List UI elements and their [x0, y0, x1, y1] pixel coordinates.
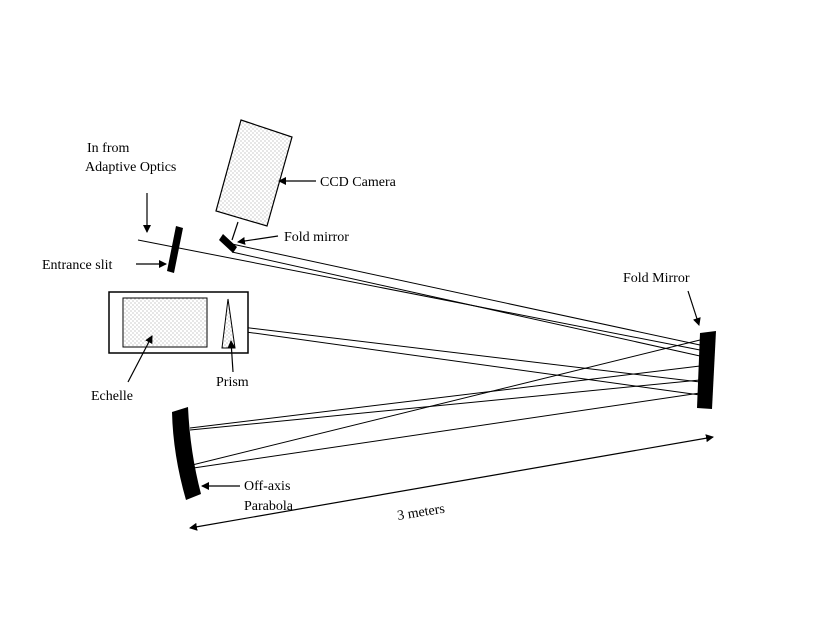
- pointer-arrows: [127, 177, 714, 531]
- arrow-fold-mirror-small: [237, 235, 279, 245]
- label-parabola-line-1: Off-axis: [244, 479, 290, 494]
- arrow-echelle: [127, 335, 153, 383]
- ccd-camera: [215, 119, 293, 241]
- beam-fold-to-ccd-lower: [231, 251, 701, 357]
- echelle-housing: [108, 291, 249, 354]
- off-axis-parabola: [172, 407, 201, 500]
- arrow-fold-mirror-large: [687, 290, 701, 326]
- label-input: In from Adaptive Optics: [85, 141, 176, 175]
- label-input-line-2: Adaptive Optics: [85, 160, 176, 175]
- label-input-line-1: In from: [87, 141, 129, 156]
- arrow-prism: [227, 340, 236, 373]
- beam-parabola-top-1: [189, 365, 701, 429]
- label-entrance-slit: Entrance slit: [42, 258, 112, 273]
- light-beams: [137, 239, 701, 471]
- label-parabola-line-2: Parabola: [244, 499, 294, 514]
- beam-prism-upper: [207, 322, 701, 383]
- label-echelle: Echelle: [91, 389, 133, 404]
- ccd-camera-body: [215, 119, 293, 227]
- fold-mirror-large: [697, 331, 716, 409]
- fold-mirror-small: [219, 234, 237, 253]
- label-fold-mirror-large: Fold Mirror: [623, 271, 690, 286]
- echelle-grating: [122, 297, 208, 348]
- beam-input-to-fold: [137, 239, 701, 351]
- beam-prism-lower: [231, 329, 701, 396]
- label-fold-mirror-small: Fold mirror: [284, 230, 349, 245]
- entrance-slit: [167, 226, 183, 273]
- beam-parabola-bottom-2: [179, 392, 701, 471]
- label-prism: Prism: [216, 375, 249, 390]
- label-scale: 3 meters: [396, 502, 446, 524]
- label-ccd-camera: CCD Camera: [320, 175, 397, 190]
- label-parabola: Off-axis Parabola: [244, 479, 294, 514]
- beam-parabola-top-2: [189, 379, 701, 431]
- ccd-camera-stalk: [231, 221, 239, 241]
- scale-arrow: [189, 434, 714, 531]
- beam-fold-to-ccd-upper: [231, 243, 701, 346]
